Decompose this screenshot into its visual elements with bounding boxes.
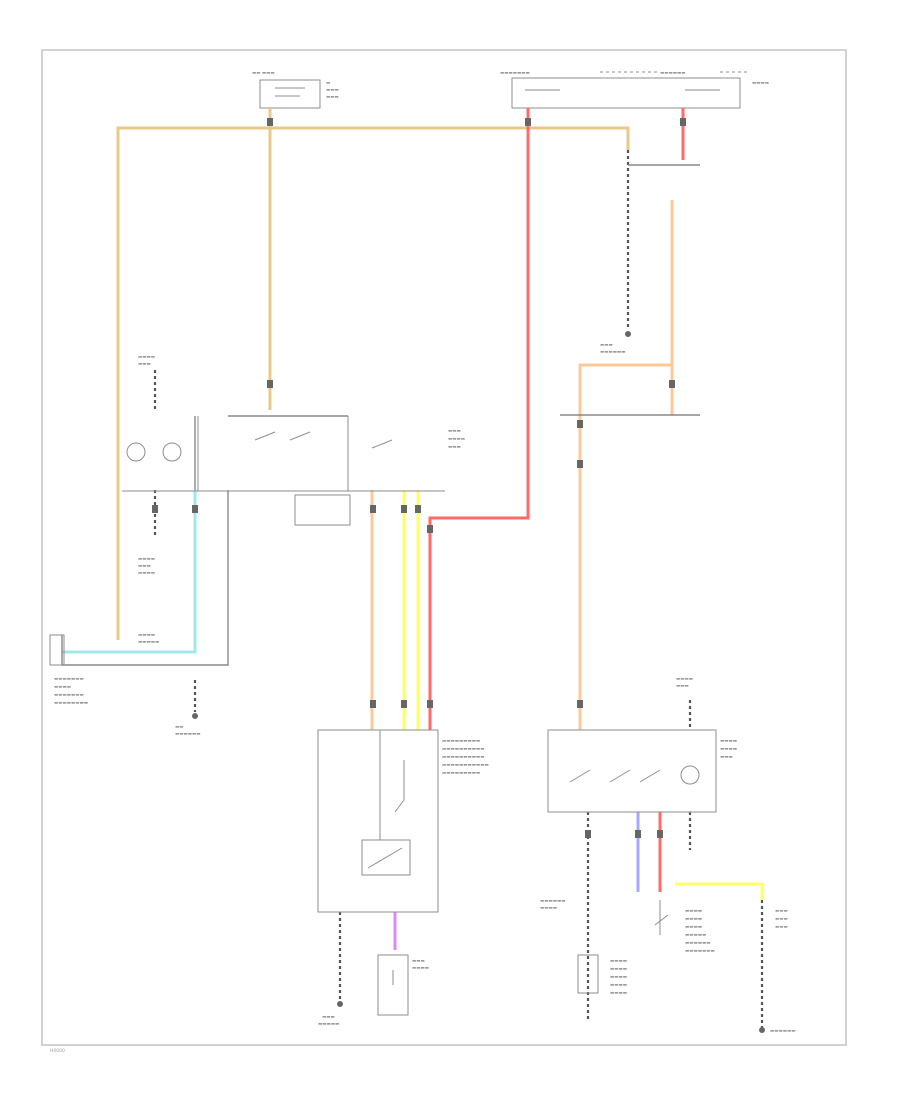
bottom-sensor: ▬▬▬▬▬▬ ▬▬▬▬ ▬▬▬▬ ▬▬▬▬ ▬▬▬▬ ▬▬▬▬ ▬▬▬▬ (540, 899, 627, 996)
svg-text:▬▬▬▬: ▬▬▬▬ (54, 685, 71, 690)
lower-right-switch: ▬▬▬▬ ▬▬▬▬ ▬▬▬▬ ▬▬▬▬▬ ▬▬▬▬▬▬ ▬▬▬▬▬▬▬ ▬▬▬ … (654, 900, 788, 954)
fuse-block-left: ▬▬ ▬▬▬ ▬ ▬▬▬ ▬▬▬ (252, 71, 339, 109)
svg-text:▬▬▬: ▬▬▬ (326, 88, 339, 93)
svg-text:▬▬▬▬▬▬: ▬▬▬▬▬▬ (175, 732, 201, 737)
right-switch-box: ▬▬▬▬ ▬▬▬▬ ▬▬▬ ▬▬▬▬ ▬▬▬ (547, 677, 737, 813)
svg-text:▬▬▬: ▬▬▬ (676, 684, 689, 689)
svg-text:▬▬▬: ▬▬▬ (775, 909, 788, 914)
svg-text:▬▬▬▬: ▬▬▬▬ (540, 906, 557, 911)
fuse-block-right: ▬▬▬▬▬▬▬ ▬▬▬▬▬▬ ▬▬▬▬ (500, 71, 769, 109)
wire-grey-right (560, 164, 700, 416)
diagram-frame (41, 49, 847, 1046)
headlamp-switch: ▬▬▬ ▬▬▬▬ ▬▬▬ (122, 416, 465, 526)
left-module: ▬▬▬▬▬▬▬ ▬▬▬▬ ▬▬▬▬▬▬▬ ▬▬▬▬▬▬▬▬ ▬▬▬▬ ▬▬▬▬▬… (49, 355, 159, 706)
ground-top-right: ▬▬▬ ▬▬▬▬▬▬ (600, 331, 631, 355)
svg-text:▬▬▬▬: ▬▬▬▬ (138, 557, 155, 562)
svg-text:▬▬▬▬▬▬▬▬▬: ▬▬▬▬▬▬▬▬▬ (442, 771, 480, 776)
wire-yellow-lower (675, 882, 764, 900)
ground-left: ▬▬ ▬▬▬▬▬▬ (175, 713, 201, 737)
svg-text:▬▬▬▬▬: ▬▬▬▬▬ (685, 933, 706, 938)
svg-text:▬▬▬▬▬▬▬: ▬▬▬▬▬▬▬ (54, 677, 84, 682)
page-code: H0000 (50, 1048, 65, 1054)
svg-text:▬▬▬▬▬▬: ▬▬▬▬▬▬ (540, 899, 566, 904)
svg-text:▬▬▬▬: ▬▬▬▬ (610, 975, 627, 980)
wire-tan-top (116, 108, 630, 640)
wire-orange-right (578, 200, 674, 730)
svg-text:▬▬▬▬: ▬▬▬▬ (685, 917, 702, 922)
svg-text:▬▬▬: ▬▬▬ (138, 362, 151, 367)
svg-text:▬▬▬▬: ▬▬▬▬ (685, 925, 702, 930)
svg-text:▬▬▬▬▬▬▬: ▬▬▬▬▬▬▬ (685, 949, 715, 954)
svg-text:▬▬▬: ▬▬▬ (138, 564, 151, 569)
svg-text:▬▬▬▬: ▬▬▬▬ (412, 966, 429, 971)
svg-text:▬▬▬: ▬▬▬ (720, 755, 733, 760)
svg-text:▬▬▬▬▬▬▬: ▬▬▬▬▬▬▬ (500, 71, 530, 76)
svg-text:▬▬▬▬: ▬▬▬▬ (685, 909, 702, 914)
svg-text:▬▬▬▬▬: ▬▬▬▬▬ (138, 640, 159, 645)
svg-text:▬▬▬: ▬▬▬ (775, 925, 788, 930)
motor: ▬▬▬ ▬▬▬▬ (377, 954, 429, 1016)
ground-bottom-left: ▬▬▬ ▬▬▬▬▬ (318, 1001, 343, 1027)
svg-text:▬▬▬: ▬▬▬ (322, 1015, 335, 1020)
svg-text:▬▬▬▬▬▬▬: ▬▬▬▬▬▬▬ (54, 693, 84, 698)
relay-box: ▬▬▬▬▬▬▬▬▬ ▬▬▬▬▬▬▬▬▬▬ ▬▬▬▬▬▬▬▬▬▬ ▬▬▬▬▬▬▬▬… (317, 729, 489, 913)
svg-text:▬▬▬: ▬▬▬ (326, 95, 339, 100)
svg-text:▬▬▬▬▬▬: ▬▬▬▬▬▬ (770, 1029, 796, 1034)
svg-text:▬▬▬▬▬: ▬▬▬▬▬ (318, 1022, 339, 1027)
svg-text:▬: ▬ (326, 81, 330, 86)
svg-text:▬▬▬▬▬▬: ▬▬▬▬▬▬ (660, 71, 686, 76)
svg-text:▬▬▬▬: ▬▬▬▬ (448, 437, 465, 442)
svg-text:▬▬▬▬: ▬▬▬▬ (752, 81, 769, 86)
svg-text:▬▬▬▬▬▬▬▬▬▬: ▬▬▬▬▬▬▬▬▬▬ (442, 747, 485, 752)
svg-text:▬▬▬▬: ▬▬▬▬ (138, 355, 155, 360)
svg-text:▬▬: ▬▬ (175, 725, 184, 730)
svg-text:▬▬▬▬: ▬▬▬▬ (676, 677, 693, 682)
svg-text:▬▬▬▬▬▬: ▬▬▬▬▬▬ (685, 941, 711, 946)
svg-text:▬▬▬▬: ▬▬▬▬ (138, 633, 155, 638)
svg-text:▬▬▬▬: ▬▬▬▬ (610, 991, 627, 996)
svg-text:▬▬▬▬▬▬: ▬▬▬▬▬▬ (600, 350, 626, 355)
svg-text:▬▬▬▬▬▬▬▬: ▬▬▬▬▬▬▬▬ (54, 701, 88, 706)
svg-text:▬▬▬: ▬▬▬ (448, 445, 461, 450)
svg-text:▬▬▬▬: ▬▬▬▬ (720, 747, 737, 752)
svg-text:▬▬▬▬: ▬▬▬▬ (138, 571, 155, 576)
connector-pins (152, 118, 686, 838)
svg-text:▬▬▬: ▬▬▬ (600, 343, 613, 348)
svg-text:▬▬▬: ▬▬▬ (775, 917, 788, 922)
wire-red (428, 108, 530, 730)
svg-text:▬▬▬: ▬▬▬ (412, 959, 425, 964)
svg-text:▬▬▬▬▬▬▬▬▬▬▬: ▬▬▬▬▬▬▬▬▬▬▬ (442, 763, 489, 768)
wire-cyan (62, 490, 197, 654)
svg-text:▬▬▬: ▬▬▬ (448, 429, 461, 434)
svg-text:▬▬▬▬: ▬▬▬▬ (720, 739, 737, 744)
svg-text:▬▬▬▬: ▬▬▬▬ (610, 983, 627, 988)
svg-text:▬▬▬▬▬▬▬▬▬: ▬▬▬▬▬▬▬▬▬ (442, 739, 480, 744)
svg-text:▬▬▬▬▬▬▬▬▬▬: ▬▬▬▬▬▬▬▬▬▬ (442, 755, 485, 760)
svg-text:▬▬▬▬: ▬▬▬▬ (610, 959, 627, 964)
wire-grey-frame (61, 415, 348, 666)
ground-right: ▬▬▬▬▬▬ (759, 1027, 796, 1034)
svg-text:▬▬▬▬: ▬▬▬▬ (610, 967, 627, 972)
svg-text:▬▬ ▬▬▬: ▬▬ ▬▬▬ (252, 71, 275, 76)
